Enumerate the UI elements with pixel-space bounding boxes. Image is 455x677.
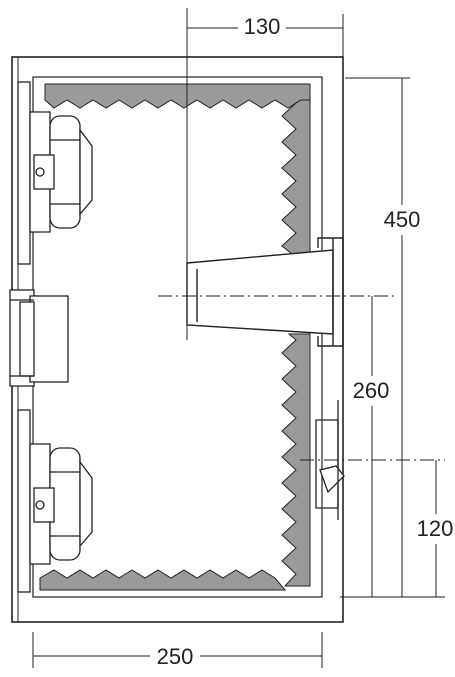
mid-driver [9,289,69,387]
damping-foam [39,83,311,591]
foam-right-upper [281,99,311,255]
foam-bottom [39,569,287,591]
dim-port-height-label: 260 [353,378,390,403]
upper-woofer [17,81,93,265]
dim-port-offset-label: 130 [244,14,281,39]
terminal-connector [315,400,345,520]
foam-top [44,83,311,109]
dim-width-label: 250 [157,644,194,669]
dimension-lines [32,8,445,668]
dim-terminal-height-label: 120 [417,516,454,541]
lower-woofer [17,409,93,593]
dim-height-total-label: 450 [384,207,421,232]
bass-reflex-port [186,237,344,347]
foam-right-lower [281,333,311,587]
